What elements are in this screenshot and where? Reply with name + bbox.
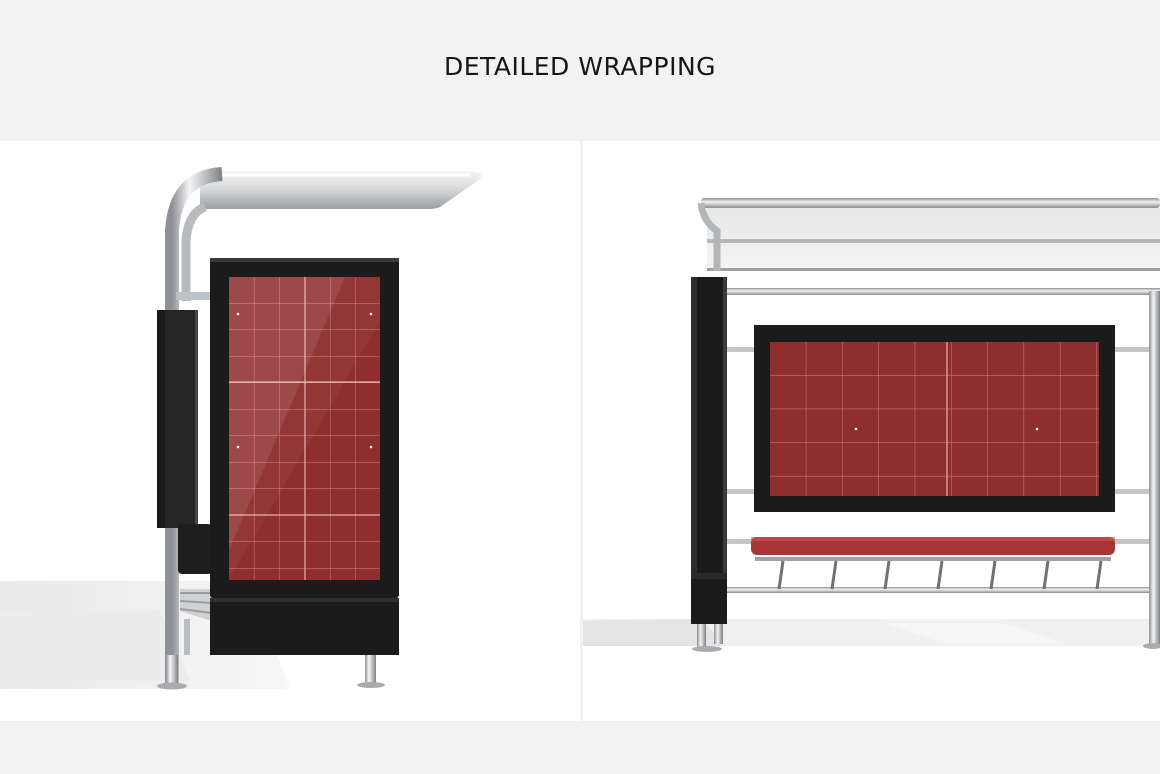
page-title: DETAILED WRAPPING <box>443 52 717 81</box>
bus-shelter-front-illustration <box>583 198 1160 652</box>
bus-shelter-side-illustration <box>0 167 482 690</box>
side-view-panel <box>0 141 580 721</box>
front-view-panel <box>583 141 1160 721</box>
